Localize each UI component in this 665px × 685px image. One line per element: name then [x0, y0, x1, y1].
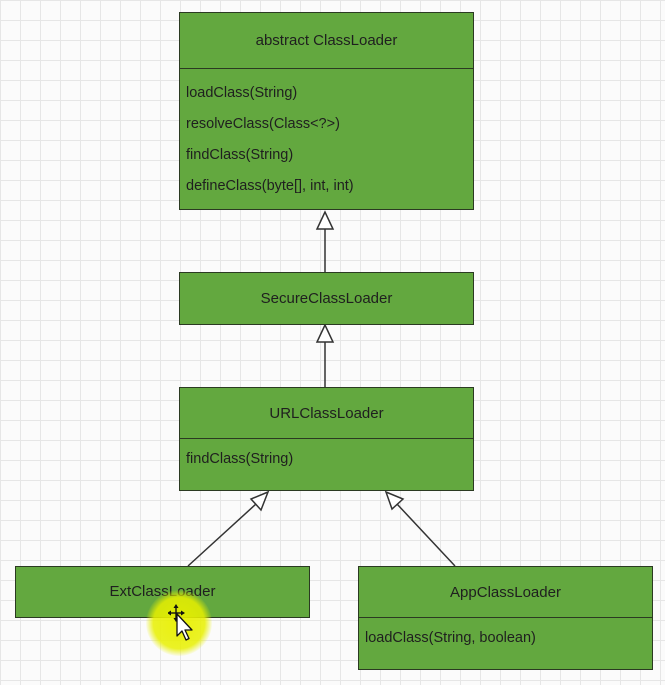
method-loadclass: loadClass(String) [186, 85, 298, 101]
inheritance-edge-ext-to-url [187, 490, 270, 567]
method-resolveclass: resolveClass(Class<?>) [186, 116, 340, 132]
method-defineclass: defineClass(byte[], int, int) [186, 178, 354, 194]
method-findclass: findClass(String) [186, 451, 294, 467]
class-methods: loadClass(String) resolveClass(Class<?>)… [180, 68, 473, 209]
class-box-urlclassloader[interactable]: URLClassLoader findClass(String) [179, 387, 474, 491]
class-name: AppClassLoader [450, 583, 561, 601]
inheritance-edge-app-to-url [384, 490, 456, 567]
class-name: abstract ClassLoader [255, 32, 398, 49]
move-cursor-icon [168, 604, 193, 641]
inheritance-edge-url-to-secure [315, 323, 335, 387]
method-findclass: findClass(String) [186, 147, 294, 163]
method-loadclass: loadClass(String, boolean) [365, 630, 536, 646]
class-box-appclassloader[interactable]: AppClassLoader loadClass(String, boolean… [358, 566, 653, 670]
class-methods: findClass(String) [180, 438, 473, 489]
class-box-classloader[interactable]: abstract ClassLoader loadClass(String) r… [179, 12, 474, 210]
class-name: URLClassLoader [269, 404, 384, 422]
class-box-secureclassloader[interactable]: SecureClassLoader [179, 272, 474, 325]
class-methods: loadClass(String, boolean) [359, 617, 652, 668]
class-name: SecureClassLoader [260, 289, 393, 307]
inheritance-edge-secure-to-classloader [315, 210, 335, 272]
